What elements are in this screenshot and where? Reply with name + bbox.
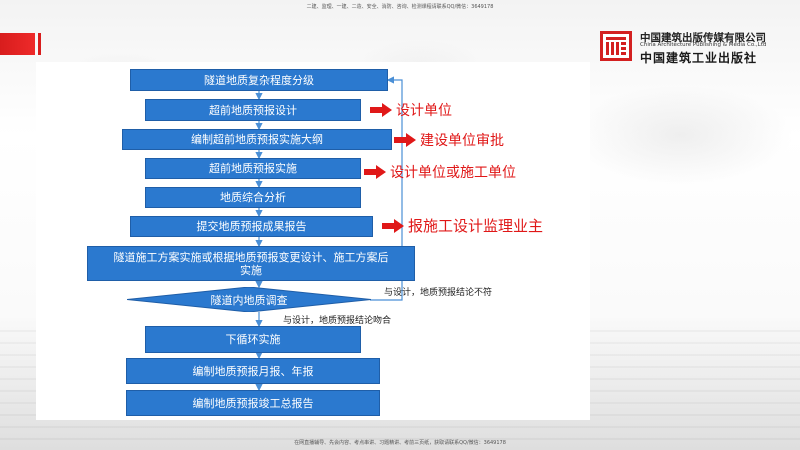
red-arrow-icon — [364, 165, 386, 179]
side-note-text: 建设单位审批 — [420, 133, 504, 149]
side-note-text: 设计单位或施工单位 — [390, 165, 516, 181]
publisher-name-cn: 中国建筑出版传媒有限公司 — [640, 32, 766, 44]
side-note-report-to: 报施工设计监理业主 — [382, 215, 543, 236]
flow-step: 提交地质预报成果报告 — [130, 216, 373, 237]
red-arrow-icon — [394, 133, 416, 147]
publisher-calligraphy: 中国建筑工业出版社 — [640, 51, 758, 65]
flow-step: 编制地质预报月报、年报 — [126, 358, 380, 384]
flow-step: 隧道地质复杂程度分级 — [130, 69, 388, 91]
bottom-contact-note: 在网直播辅导、先会内容、考点串讲、习题精讲、考前三页纸，获取请联系QQ/微信：3… — [294, 440, 506, 446]
flow-step: 超前地质预报设计 — [145, 99, 361, 121]
flow-step: 地质综合分析 — [145, 187, 361, 208]
building-logo-icon — [600, 31, 632, 61]
side-note-owner-approval: 建设单位审批 — [394, 130, 504, 150]
red-arrow-icon — [382, 218, 404, 233]
side-note-text: 设计单位 — [396, 103, 452, 119]
flow-step: 下循环实施 — [145, 326, 361, 353]
flow-step: 超前地质预报实施 — [145, 158, 361, 179]
decision-label: 隧道内地质调查 — [210, 293, 288, 307]
match-label: 与设计，地质预报结论吻合 — [283, 316, 392, 326]
flow-step: 编制超前地质预报实施大纲 — [122, 129, 392, 150]
flow-step: 隧道施工方案实施或根据地质预报变更设计、施工方案后 实施 — [87, 246, 415, 281]
side-note-designer: 设计单位 — [370, 100, 452, 120]
red-arrow-icon — [370, 103, 392, 117]
decision-diamond: 隧道内地质调查 — [127, 287, 371, 312]
mismatch-label: 与设计，地质预报结论不符 — [384, 288, 493, 298]
red-accent-tab — [0, 33, 41, 55]
publisher-name-en: China Architecture Publishing & Media Co… — [640, 42, 767, 48]
side-note-designer-or-contractor: 设计单位或施工单位 — [364, 162, 516, 182]
top-contact-note: 二建、监理、一建、二造、安全、消防、咨询、检测课程请联系QQ/微信：364917… — [306, 4, 494, 10]
flow-step: 编制地质预报竣工总报告 — [126, 390, 380, 416]
side-note-text: 报施工设计监理业主 — [408, 217, 544, 235]
